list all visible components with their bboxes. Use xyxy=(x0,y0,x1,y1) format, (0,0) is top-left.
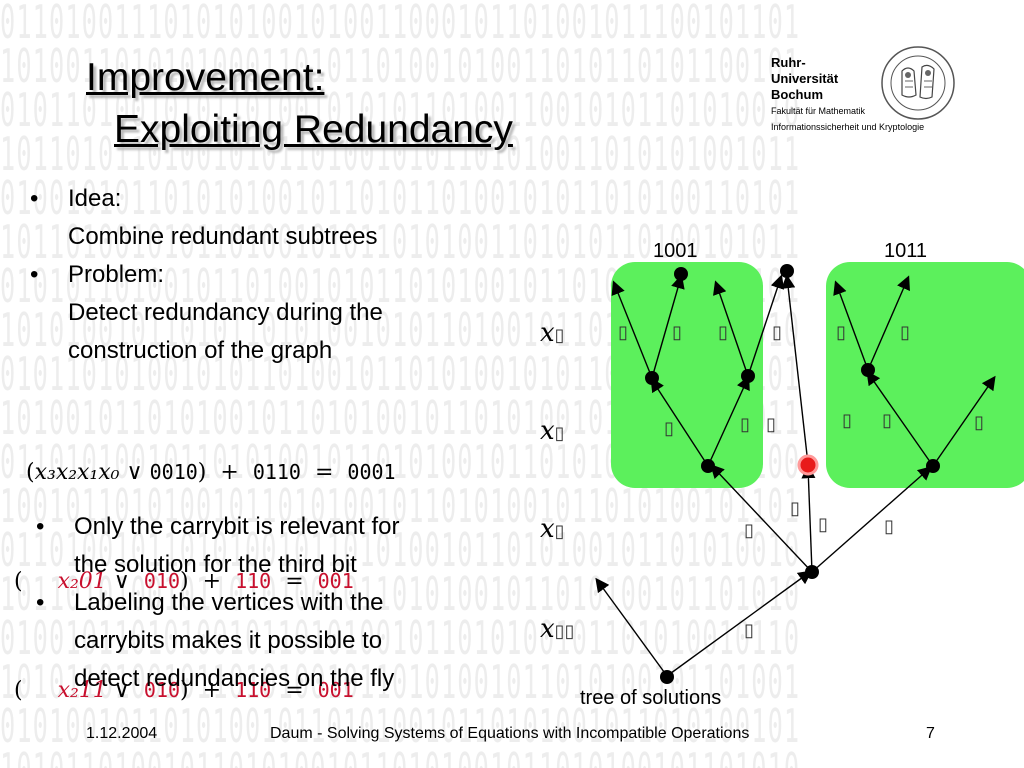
bullet-dot: • xyxy=(36,513,45,540)
tree-edge xyxy=(867,275,910,371)
edge-label: ▯ xyxy=(974,412,984,432)
bullet-dot: • xyxy=(30,185,39,212)
tree-edge xyxy=(707,375,750,467)
bullet-labeling-line-2: carrybits makes it possible to xyxy=(74,627,383,654)
tree-edge xyxy=(801,464,816,573)
tree-node xyxy=(805,565,819,579)
tree-edge xyxy=(747,274,785,377)
tree-node xyxy=(861,363,875,377)
redundant-group-right xyxy=(826,262,1024,488)
footer-title: Daum - Solving Systems of Equations with… xyxy=(270,725,750,742)
edge-label: ▯ xyxy=(718,322,728,342)
edge-label: ▯ xyxy=(842,410,852,430)
x-var-label: x▯▯ xyxy=(540,614,575,644)
edge-label: ▯ xyxy=(672,322,682,342)
tree-edge xyxy=(866,370,934,467)
tree-edge xyxy=(650,377,709,467)
edge-label: ▯ xyxy=(664,418,674,438)
equation-row-2: ( x₂01 ∨ 010) + 110 = 001 xyxy=(14,569,354,594)
tree-node xyxy=(660,670,674,684)
redundant-group-left xyxy=(611,262,763,488)
edge-label: ▯ xyxy=(744,520,754,540)
tree-node xyxy=(674,267,688,281)
university-seal-icon xyxy=(881,46,955,120)
edge-label: ▯ xyxy=(766,414,776,434)
bullet-labeling: • Labeling the vertices with the carrybi… xyxy=(36,584,399,698)
edge-label: ▯ xyxy=(790,498,800,518)
tree-edge xyxy=(611,280,653,379)
label-1011: 1011 xyxy=(884,240,928,262)
tree-node xyxy=(701,459,715,473)
edge-label: ▯ xyxy=(618,322,628,342)
tree-edge xyxy=(932,375,996,467)
edge-label: ▯ xyxy=(884,516,894,536)
uni-name-3: Bochum xyxy=(771,87,823,102)
x-var-label: x▯ xyxy=(540,318,565,348)
page-number: 7 xyxy=(926,725,935,742)
edge-label: ▯ xyxy=(818,514,828,534)
bullet-problem-body-1: Detect redundancy during the xyxy=(68,299,383,326)
bullet-idea-head: Idea: xyxy=(68,185,122,212)
bullet-labeling-line-3: detect redundancies on the fly xyxy=(74,665,395,692)
tree-node xyxy=(741,369,755,383)
bullet-carrybit: • Only the carrybit is relevant for the … xyxy=(36,508,399,584)
tree-edge xyxy=(710,463,813,573)
chair-label: Informationssicherheit und Kryptologie xyxy=(771,122,925,132)
tree-node xyxy=(926,459,940,473)
tree-edge xyxy=(595,577,668,677)
bullet-list-top: • Idea: Combine redundant subtrees • Pro… xyxy=(30,180,383,370)
bullet-problem: • Problem: Detect redundancy during the … xyxy=(30,256,383,370)
tree-edge xyxy=(713,280,749,377)
highlighted-node xyxy=(797,454,819,476)
equation-block: (x₃x₂x₁x₀ ∨ 0010) + 0110 = 0001 ( x₂01 ∨… xyxy=(14,382,396,745)
uni-name-1: Ruhr- xyxy=(771,55,806,70)
footer-date: 1.12.2004 xyxy=(86,725,158,742)
bullet-carrybit-line-1: Only the carrybit is relevant for xyxy=(74,513,400,540)
tree-node xyxy=(645,371,659,385)
tree-edge xyxy=(666,570,813,677)
edge-label: ▯ xyxy=(900,322,910,342)
bullet-labeling-line-1: Labeling the vertices with the xyxy=(74,589,384,616)
tree-edge xyxy=(651,274,685,379)
tree-node xyxy=(780,264,794,278)
university-block: Ruhr- Universität Bochum Fakultät für Ma… xyxy=(771,55,924,135)
bullet-problem-head: Problem: xyxy=(68,261,165,288)
bullet-idea-body: Combine redundant subtrees xyxy=(68,223,378,250)
title-line-2: Exploiting Redundancy xyxy=(114,108,513,151)
edge-label: ▯ xyxy=(744,620,754,640)
bullet-dot: • xyxy=(30,261,39,288)
uni-name-2: Universität xyxy=(771,71,839,86)
bullet-idea: • Idea: Combine redundant subtrees xyxy=(30,180,383,256)
bullet-problem-body-2: construction of the graph xyxy=(68,337,333,364)
tree-edge xyxy=(833,280,869,371)
faculty-label: Fakultät für Mathematik xyxy=(771,106,866,116)
x-var-label: x▯ xyxy=(540,514,565,544)
bullet-list-bottom: • Only the carrybit is relevant for the … xyxy=(36,508,399,698)
equation-row-1: (x₃x₂x₁x₀ ∨ 0010) + 0110 = 0001 xyxy=(26,460,396,485)
slide-title: Improvement: Exploiting Redundancy xyxy=(86,52,513,156)
edge-label: ▯ xyxy=(772,322,782,342)
x-var-label: x▯ xyxy=(540,416,565,446)
tree-caption: tree of solutions xyxy=(580,687,722,709)
equation-row-3: ( x₂11 ∨ 010) + 110 = 001 xyxy=(14,678,354,703)
tree-edge xyxy=(781,274,809,465)
tree-edge xyxy=(811,466,933,573)
edge-label: ▯ xyxy=(882,410,892,430)
title-line-1: Improvement: xyxy=(86,56,325,99)
edge-label: ▯ xyxy=(740,414,750,434)
bullet-carrybit-line-2: the solution for the third bit xyxy=(74,551,357,578)
bullet-dot: • xyxy=(36,589,45,616)
edge-label: ▯ xyxy=(836,322,846,342)
label-1001: 1001 xyxy=(653,240,698,262)
